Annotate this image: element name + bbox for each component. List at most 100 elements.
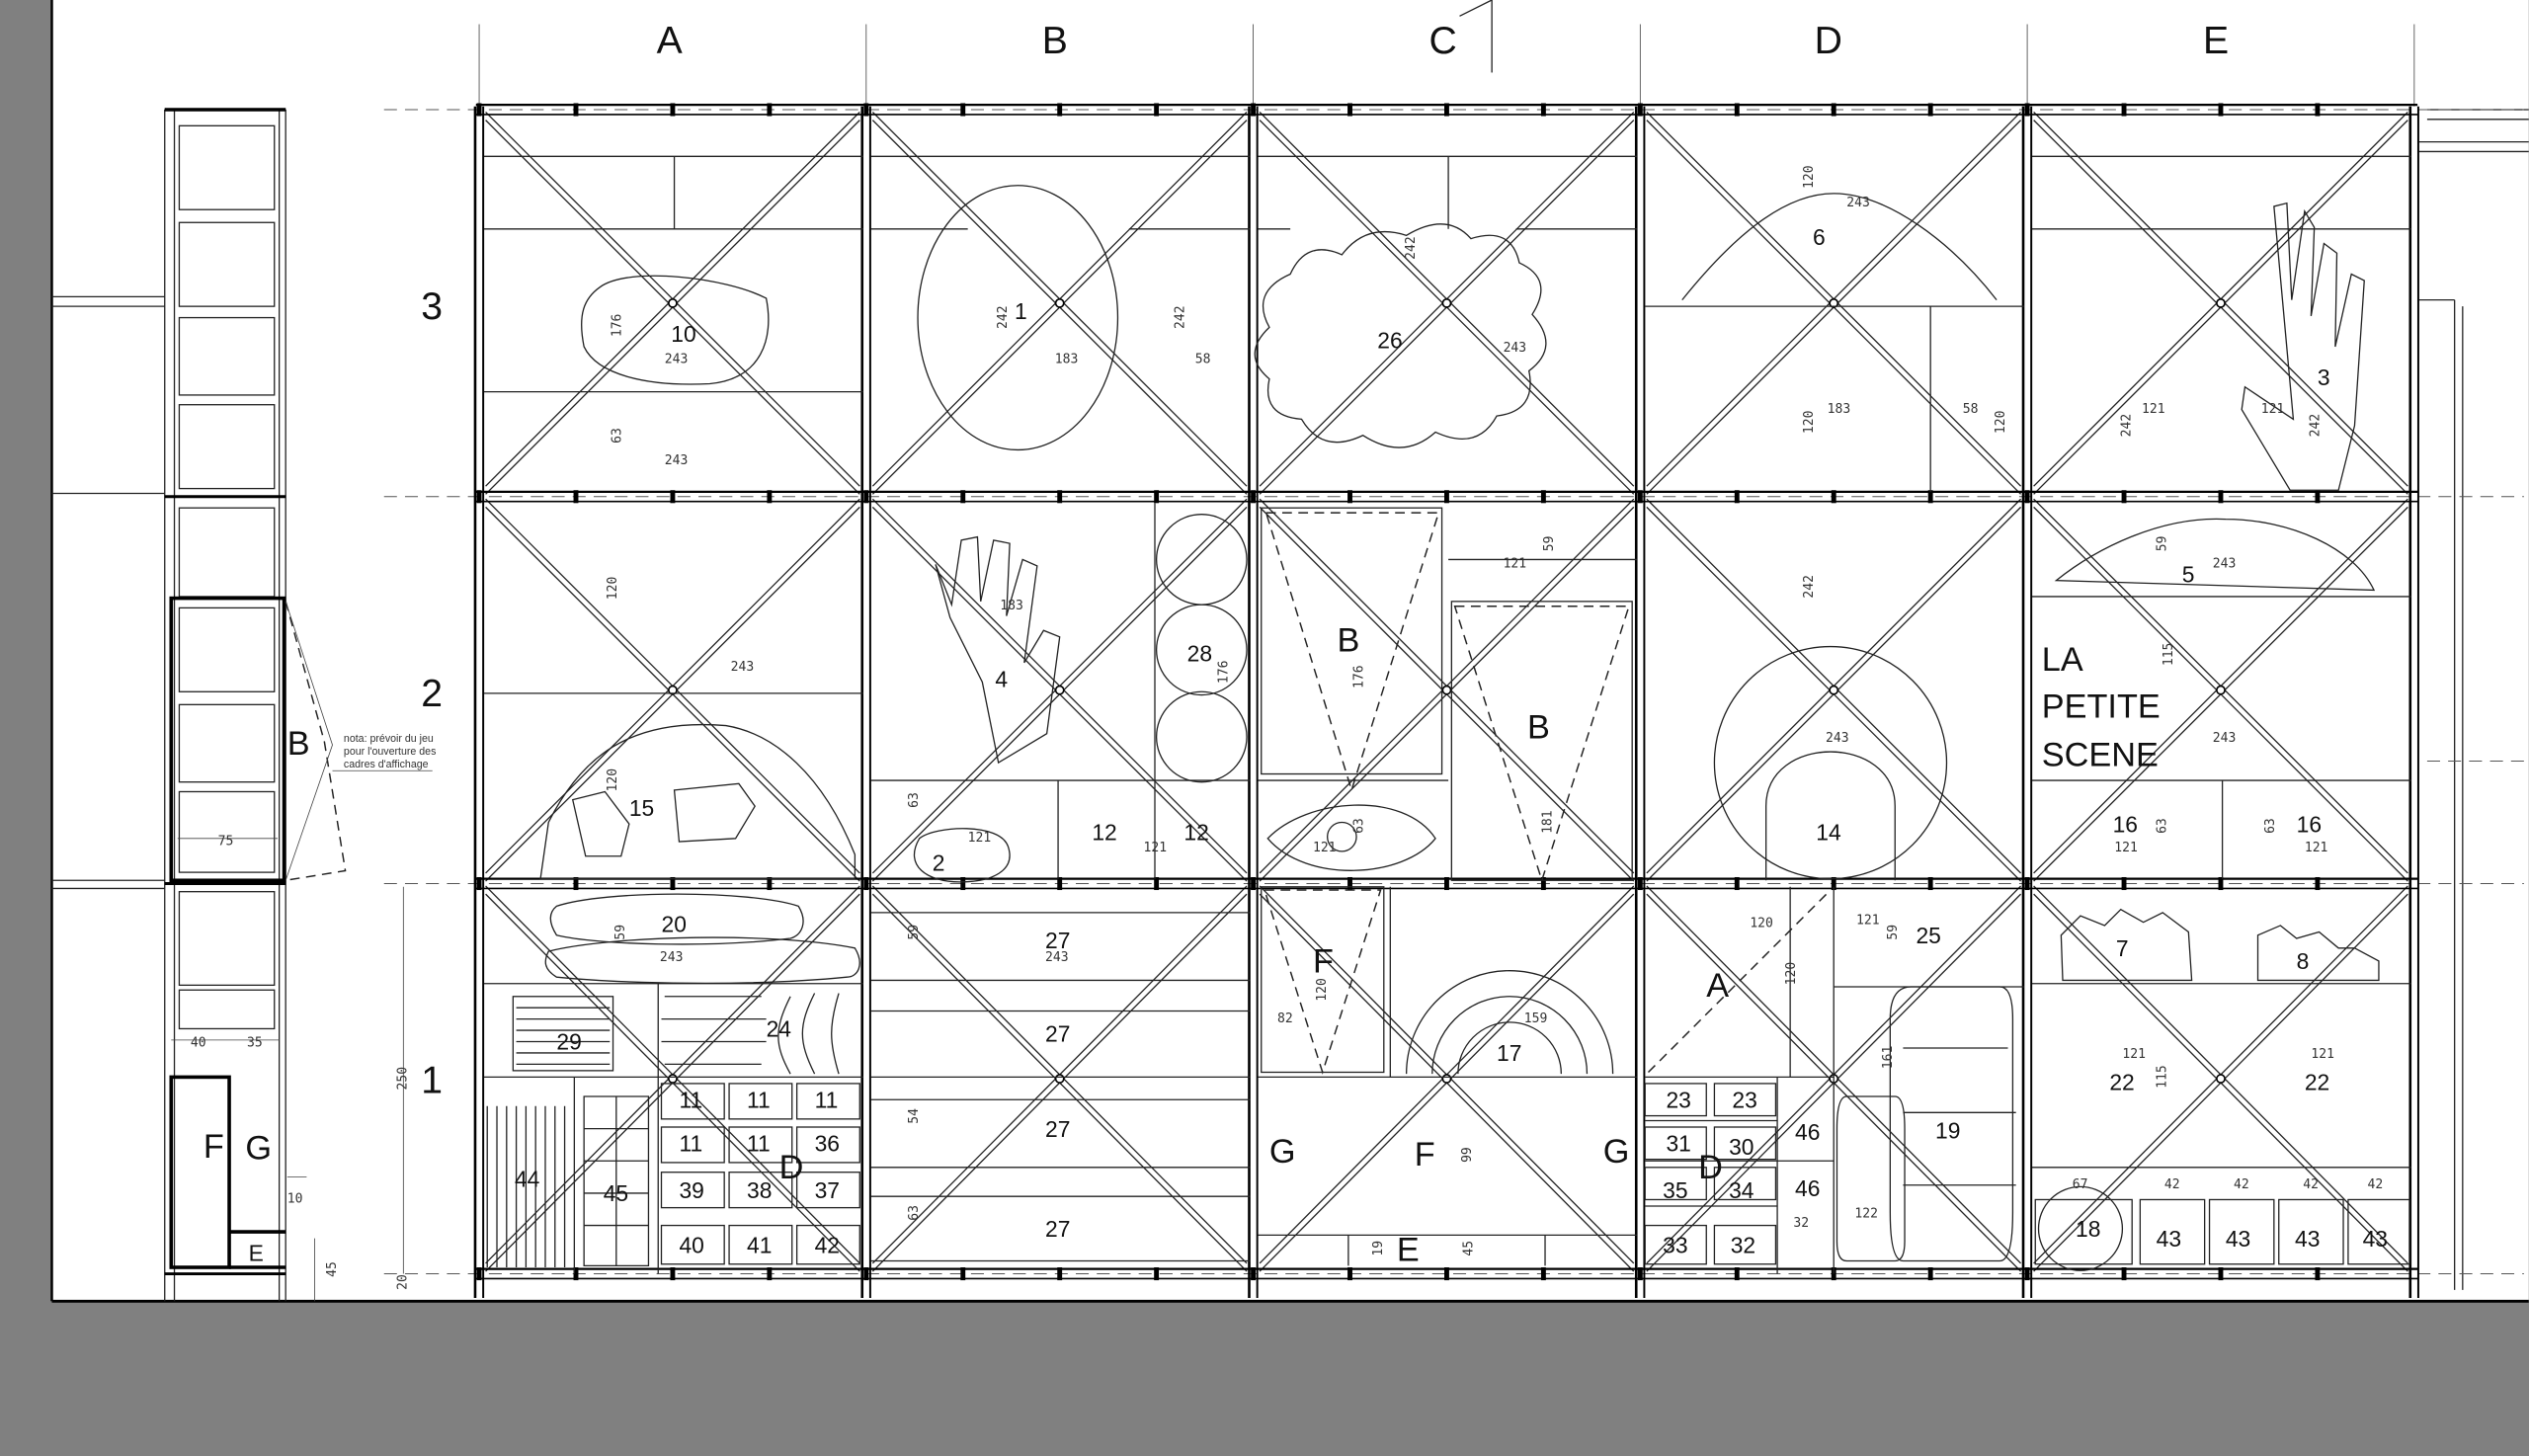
rail-clamp (863, 1267, 869, 1281)
brace-node (1441, 685, 1452, 695)
dimension-label: 115 (2162, 643, 2176, 667)
dimension-label: 67 (2073, 1177, 2088, 1192)
shelf-lines (483, 155, 2411, 1274)
brace-node (2216, 685, 2226, 695)
label-27d: 27 (1045, 1216, 1070, 1242)
brace-node (668, 685, 678, 695)
blob-20a (549, 893, 804, 945)
circle-28c (1155, 690, 1248, 783)
blob-10 (581, 275, 770, 385)
drawing-sheet (51, 0, 2529, 1302)
hand-3 (2241, 202, 2365, 491)
dimension-label: 176 (1352, 665, 1367, 688)
rail-clamp (2315, 876, 2321, 891)
rainbow-17c (1457, 1021, 1563, 1075)
rail-clamp (1540, 876, 1546, 891)
dimension-label: 58 (1195, 352, 1211, 366)
rail-clamp (1347, 1267, 1352, 1281)
rail-clamp (1734, 103, 1740, 117)
illustrations (486, 185, 2380, 1271)
dimension-label: 45 (1462, 1241, 1477, 1256)
dimension-label: 120 (606, 577, 620, 601)
dimension-label: 183 (1055, 352, 1079, 366)
side-label-e: E (249, 1240, 264, 1265)
rail-clamp (573, 103, 579, 117)
dim-40: 40 (191, 1035, 206, 1050)
rail-clamp (767, 490, 773, 504)
dimension-label: 42 (2164, 1177, 2180, 1192)
drawer (1713, 1224, 1777, 1265)
dimension-label: 63 (907, 792, 922, 808)
dimension-label: 242 (2120, 414, 2135, 438)
dim-250: 250 (396, 1067, 411, 1091)
drawer (660, 1224, 725, 1265)
drawer (728, 1224, 793, 1265)
triangle-b2 (1453, 606, 1630, 883)
label-34: 34 (1729, 1177, 1754, 1203)
dim-75: 75 (218, 834, 234, 849)
title-line-3: SCENE (2042, 736, 2159, 773)
dimension-label: 63 (907, 1205, 922, 1221)
column-label-a: A (657, 20, 684, 62)
dimension-label: 120 (1784, 962, 1799, 986)
rail-clamp (1154, 1267, 1160, 1281)
display-frame (178, 989, 276, 1030)
dimension-label: 59 (2155, 536, 2169, 552)
label-25: 25 (1916, 923, 1940, 948)
label-11b: 11 (747, 1087, 771, 1112)
rail-clamp (1444, 103, 1449, 117)
rail-clamp (1540, 1267, 1546, 1281)
label-43b: 43 (2226, 1226, 2250, 1252)
display-frame (178, 703, 276, 783)
rail-clamp (2218, 103, 2224, 117)
rail-clamp (476, 490, 482, 504)
label-14: 14 (1816, 819, 1841, 845)
display-frame (178, 124, 276, 210)
dimension-label: 243 (1504, 341, 1527, 356)
drawer (728, 1172, 793, 1209)
label-40: 40 (679, 1232, 703, 1257)
column-label-b: B (1042, 20, 1068, 62)
dimension-label: 121 (2142, 402, 2165, 417)
label-33: 33 (1663, 1232, 1687, 1257)
drawer (1644, 1126, 1707, 1161)
dimension-label: 59 (1886, 925, 1901, 940)
label-11a: 11 (679, 1087, 702, 1112)
side-label-b: B (287, 725, 310, 763)
rail-clamp (1734, 490, 1740, 504)
brace-node (1829, 297, 1839, 308)
label-11c: 11 (815, 1087, 839, 1112)
rail-clamp (1637, 490, 1643, 504)
label-5: 5 (2182, 561, 2195, 587)
side-section (164, 108, 433, 1302)
label-23a: 23 (1666, 1087, 1690, 1112)
label-23b: 23 (1732, 1087, 1756, 1112)
drawer (795, 1172, 860, 1209)
label-12b: 12 (1183, 819, 1208, 845)
note-line-3: cadres d'affichage (344, 759, 429, 770)
rail-clamp (1831, 490, 1836, 504)
drawer (795, 1083, 860, 1120)
label-28: 28 (1187, 640, 1212, 666)
rail-clamp (767, 103, 773, 117)
drawer (728, 1126, 793, 1164)
label-42: 42 (815, 1232, 840, 1257)
dimension-label: 120 (1802, 411, 1817, 435)
label-d-a1: D (779, 1149, 804, 1186)
rail-clamp (573, 490, 579, 504)
brace-node (1441, 297, 1452, 308)
label-43c: 43 (2295, 1226, 2320, 1252)
ellipse-1 (917, 185, 1119, 451)
display-frame (178, 404, 276, 490)
row-label-3: 3 (421, 285, 443, 328)
rail-clamp (2121, 490, 2127, 504)
drawer (660, 1172, 725, 1209)
label-10: 10 (671, 321, 695, 347)
label-a-d1: A (1706, 967, 1729, 1005)
dimension-label: 176 (611, 314, 625, 338)
dimension-label: 161 (1881, 1046, 1896, 1070)
label-3: 3 (2318, 364, 2330, 390)
dimension-label: 19 (1371, 1241, 1386, 1256)
drawer (1644, 1167, 1707, 1201)
